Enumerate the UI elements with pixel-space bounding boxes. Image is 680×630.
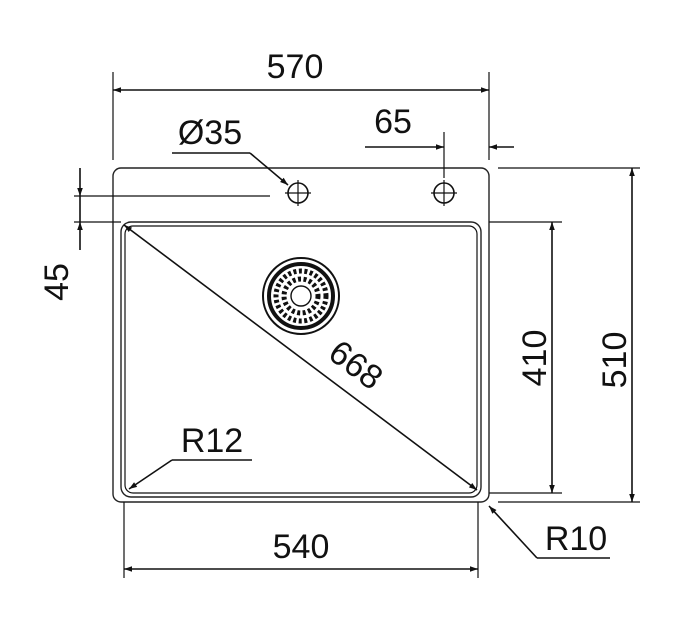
dim-outer-radius: R10	[488, 505, 610, 559]
drain-strainer	[262, 257, 340, 335]
label-rim-to-bowl: 45	[38, 263, 76, 301]
dim-tap-diameter: Ø35	[172, 114, 289, 186]
bowl-outline-outer	[120, 221, 482, 498]
label-bowl-diagonal: 668	[322, 333, 390, 397]
label-inner-radius: R12	[181, 422, 243, 460]
dim-overall-height: 510	[498, 167, 640, 503]
dim-rim-to-bowl: 45	[38, 168, 270, 301]
label-overall-width: 570	[267, 48, 324, 86]
sink-outer-rim	[112, 167, 490, 503]
label-bowl-width: 540	[273, 528, 330, 566]
label-tap-offset: 65	[374, 103, 412, 141]
label-tap-diameter: Ø35	[178, 114, 242, 152]
dim-bowl-width: 540	[123, 502, 479, 578]
dim-inner-radius: R12	[128, 422, 252, 490]
dim-tap-offset: 65	[365, 103, 514, 178]
label-outer-radius: R10	[545, 520, 607, 558]
dim-bowl-height: 410	[489, 221, 562, 494]
tap-hole-right	[431, 180, 457, 206]
dim-overall-width: 570	[112, 48, 490, 160]
tap-hole-left	[285, 180, 311, 206]
label-bowl-height: 410	[516, 330, 554, 387]
label-overall-height: 510	[596, 332, 634, 389]
